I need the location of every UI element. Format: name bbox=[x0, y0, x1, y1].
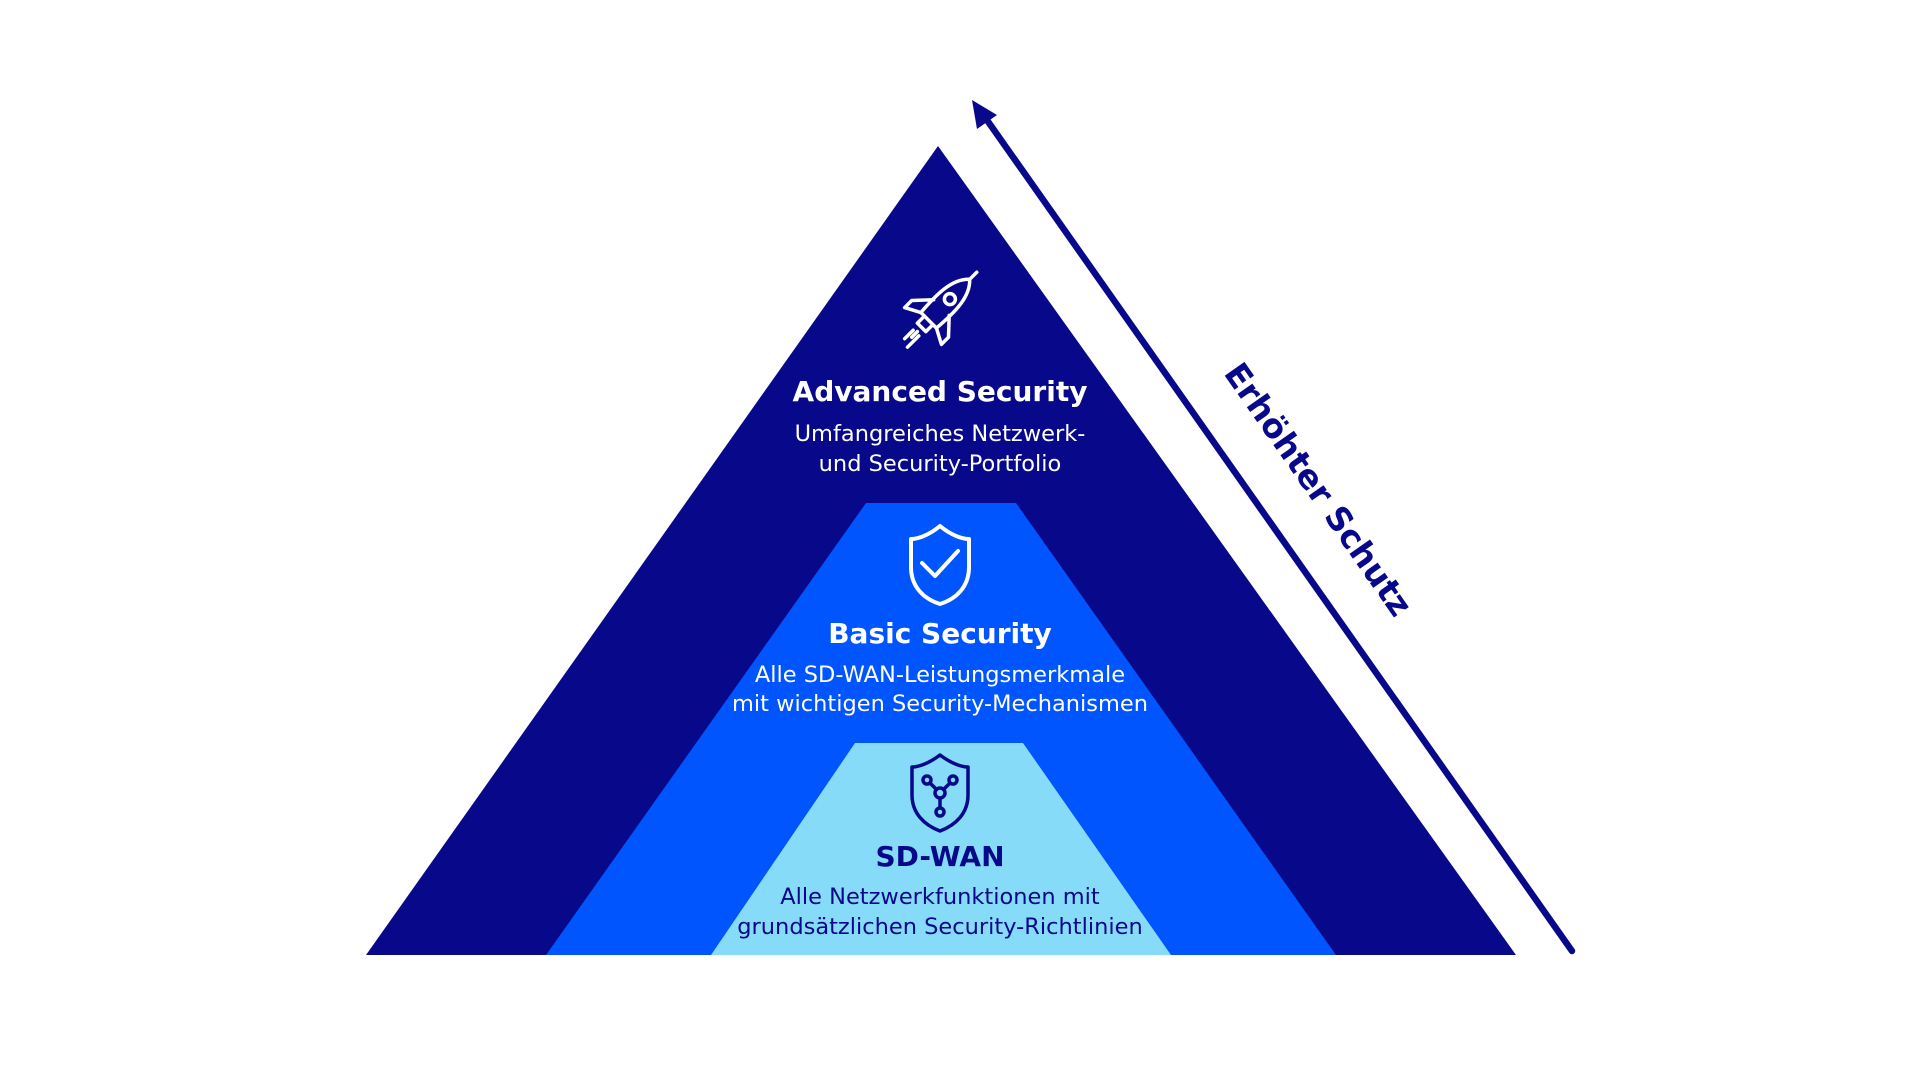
tier-advanced-desc-line2: und Security-Portfolio bbox=[819, 451, 1062, 477]
arrow-head-icon bbox=[972, 100, 997, 129]
tier-sdwan-title: SD-WAN bbox=[875, 840, 1004, 873]
shield-network-icon bbox=[910, 753, 970, 833]
rocket-icon bbox=[902, 270, 979, 349]
tier-advanced-title: Advanced Security bbox=[793, 375, 1088, 408]
tier-advanced-desc-line1: Umfangreiches Netzwerk- bbox=[795, 421, 1086, 447]
tier-basic-title: Basic Security bbox=[828, 617, 1052, 650]
tier-sdwan-shape bbox=[711, 743, 1171, 955]
shield-check-icon bbox=[909, 524, 971, 606]
tier-sdwan-desc-line1: Alle Netzwerkfunktionen mit bbox=[780, 884, 1100, 910]
tier-basic-desc-line1: Alle SD-WAN-Leistungsmerkmale bbox=[755, 662, 1125, 688]
direction-arrow bbox=[972, 100, 1576, 955]
tier-basic-shape bbox=[546, 503, 1336, 955]
tier-basic-desc-line2: mit wichtigen Security-Mechanismen bbox=[732, 691, 1148, 717]
tier-sdwan-desc-line2: grundsätzlichen Security-Richtlinien bbox=[737, 914, 1142, 940]
